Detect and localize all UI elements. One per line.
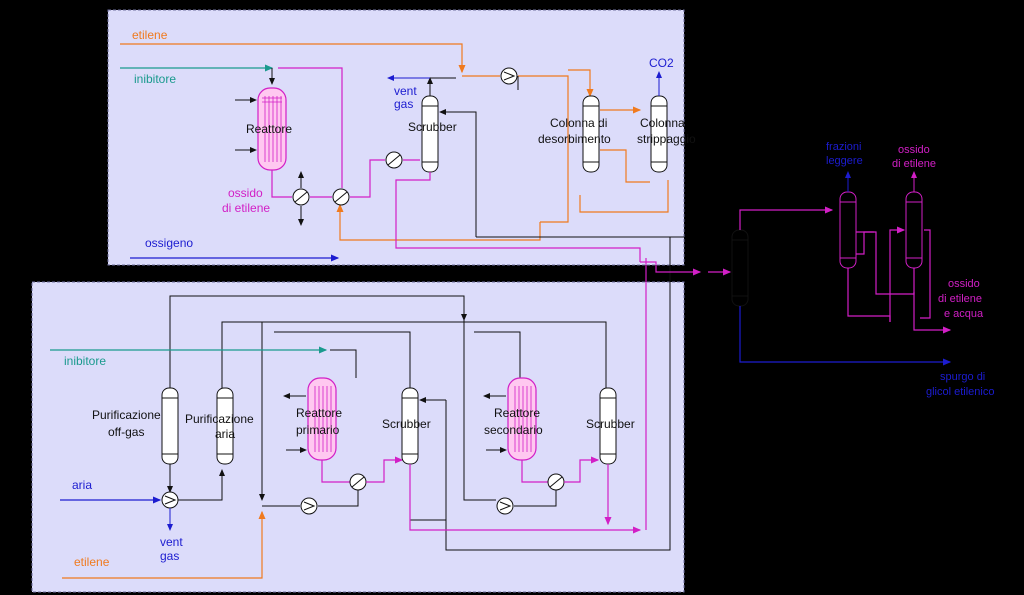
top-inibitore-label: inibitore <box>134 72 176 86</box>
top-ossido-label-1: ossido <box>228 186 263 200</box>
top-scrubber-bottom <box>395 172 641 262</box>
top-etilene-stream <box>120 43 669 241</box>
right-column-3 <box>905 191 923 269</box>
reatt-prim-label-2: primario <box>296 423 340 437</box>
purificazione-offgas-column <box>161 387 179 465</box>
bottom-heat-exchanger-1 <box>349 473 367 491</box>
right-ossido-label-1: ossido <box>898 144 930 156</box>
top-reactor-label: Reattore <box>246 122 292 136</box>
primary-reactor <box>307 377 337 461</box>
ossido-acqua-label-2: di etilene <box>938 293 982 305</box>
spurgo-stream <box>739 306 952 366</box>
pur-aria-label-2: aria <box>215 427 235 441</box>
purificazione-aria-column <box>216 387 234 465</box>
top-ossigeno-label: ossigeno <box>145 236 193 250</box>
right-ossido-label-2: di etilene <box>892 158 936 170</box>
reatt-sec-label-2: secondario <box>484 423 543 437</box>
top-heat-exchanger-3 <box>385 151 403 169</box>
spurgo-label-2: glicol etilenico <box>926 386 994 398</box>
desorb-label-1: Colonna di <box>550 116 607 130</box>
bottom-heat-exchanger-2 <box>547 473 565 491</box>
bottom-vent-label-1: vent <box>160 535 183 549</box>
bottom-vent-label-2: gas <box>160 549 179 563</box>
top-etilene-label: etilene <box>132 28 168 42</box>
co2-label: CO2 <box>649 56 674 70</box>
right-column-1 <box>731 229 749 307</box>
ossido-acqua-label-3: e acqua <box>944 308 984 320</box>
bottom-pump-3 <box>496 497 514 515</box>
bottom-product-collector <box>640 258 732 530</box>
desorb-label-2: desorbimento <box>538 132 611 146</box>
top-scrubber-label: Scrubber <box>408 120 457 134</box>
spurgo-label-1: spurgo di <box>940 371 985 383</box>
strip-label-2: strippaggio <box>637 132 696 146</box>
desorbimento-column <box>582 95 600 173</box>
top-reactor-outlet <box>271 67 420 198</box>
bottom-etilene-stream <box>62 510 266 579</box>
bottom-section-panel <box>31 281 685 593</box>
bottom-etilene-label: etilene <box>74 555 110 569</box>
bottom-pump-1 <box>161 491 179 509</box>
top-scrubber-return <box>439 109 477 237</box>
right-internal-streams <box>847 226 952 334</box>
top-vent-label-2: gas <box>394 97 413 111</box>
bottom-aria-label: aria <box>72 478 92 492</box>
top-scrubber-column <box>421 95 439 173</box>
bottom-inibitore-label: inibitore <box>64 354 106 368</box>
top-heat-exchanger-2 <box>332 188 350 206</box>
bottom-pump-2 <box>300 497 318 515</box>
bottom-scrubber-label-2: Scrubber <box>586 417 635 431</box>
bottom-recycle-loop <box>169 237 671 551</box>
frazioni-label-1: frazioni <box>826 141 861 153</box>
pur-off-label-2: off-gas <box>108 425 144 439</box>
top-reactor <box>257 87 287 171</box>
frazioni-label-2: leggere <box>826 155 863 167</box>
top-heat-exchanger-1 <box>292 171 310 226</box>
strip-label-1: Colonna <box>640 116 685 130</box>
bottom-scrubber-label-1: Scrubber <box>382 417 431 431</box>
top-pump <box>500 67 518 85</box>
pur-off-label-1: Purificazione <box>92 408 161 422</box>
top-vent-label-1: vent <box>394 84 417 98</box>
right-column-2 <box>839 191 857 269</box>
top-ossido-label-2: di etilene <box>222 201 270 215</box>
reatt-sec-label-1: Reattore <box>494 406 540 420</box>
reatt-prim-label-1: Reattore <box>296 406 342 420</box>
pur-aria-label-1: Purificazione <box>185 412 254 426</box>
ossido-acqua-label-1: ossido <box>948 278 980 290</box>
